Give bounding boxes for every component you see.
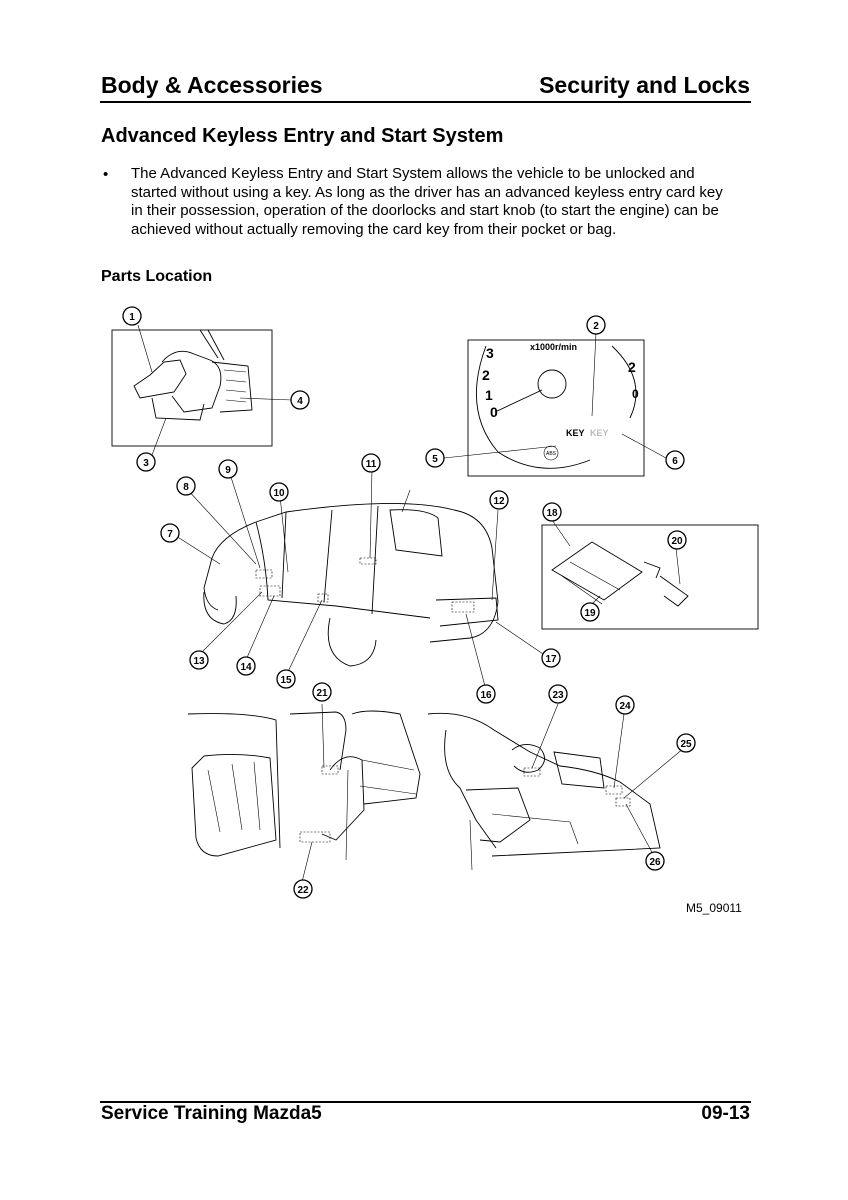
callout-6: 6 bbox=[665, 450, 685, 470]
svg-text:23: 23 bbox=[552, 690, 564, 701]
vehicle-exterior-drawing bbox=[203, 489, 499, 667]
svg-text:18: 18 bbox=[546, 508, 558, 519]
svg-text:12: 12 bbox=[493, 496, 505, 507]
card-key-inset bbox=[541, 524, 759, 630]
start-knob-inset bbox=[111, 329, 273, 447]
instrument-cluster-inset: x1000r/min 3 2 1 0 2 0 KEY KEY ABS bbox=[467, 339, 645, 477]
tach-number-0: 0 bbox=[490, 404, 498, 420]
callout-19: 19 bbox=[580, 602, 600, 622]
header-chapter: Body & Accessories bbox=[101, 72, 323, 98]
callout-18: 18 bbox=[542, 502, 562, 522]
svg-text:17: 17 bbox=[545, 654, 557, 665]
callout-9: 9 bbox=[218, 459, 238, 479]
svg-text:19: 19 bbox=[584, 608, 596, 619]
svg-text:22: 22 bbox=[297, 885, 309, 896]
tach-number-1: 1 bbox=[485, 387, 493, 403]
tach-number-3: 3 bbox=[486, 345, 494, 361]
svg-text:6: 6 bbox=[672, 456, 678, 467]
key-indicator-label: KEY bbox=[566, 428, 585, 438]
svg-text:10: 10 bbox=[273, 488, 285, 499]
callout-21: 21 bbox=[312, 682, 332, 702]
svg-text:24: 24 bbox=[619, 701, 631, 712]
right-gauge-number-0: 0 bbox=[632, 387, 639, 401]
callout-8: 8 bbox=[176, 476, 196, 496]
key-indicator-ghost-label: KEY bbox=[590, 428, 609, 438]
svg-text:11: 11 bbox=[366, 459, 377, 470]
abs-warning-label: ABS bbox=[546, 451, 557, 457]
svg-text:26: 26 bbox=[649, 857, 661, 868]
callout-11: 11 bbox=[361, 453, 381, 473]
callout-23: 23 bbox=[548, 684, 568, 704]
callout-4: 4 bbox=[290, 390, 310, 410]
page-number: 09-13 bbox=[701, 1103, 750, 1124]
svg-text:16: 16 bbox=[480, 690, 492, 701]
section-title: Advanced Keyless Entry and Start System bbox=[101, 125, 504, 147]
callout-1: 1 bbox=[122, 306, 142, 326]
svg-text:1: 1 bbox=[129, 312, 135, 323]
callout-20: 20 bbox=[667, 530, 687, 550]
footer-rule bbox=[100, 1101, 751, 1103]
callout-12: 12 bbox=[489, 490, 509, 510]
svg-text:15: 15 bbox=[280, 675, 292, 686]
callout-10: 10 bbox=[269, 482, 289, 502]
bullet-icon: • bbox=[103, 166, 109, 183]
svg-text:9: 9 bbox=[225, 465, 231, 476]
svg-text:2: 2 bbox=[593, 321, 599, 332]
right-gauge-number-2: 2 bbox=[628, 359, 636, 375]
svg-text:13: 13 bbox=[193, 656, 205, 667]
callout-24: 24 bbox=[615, 695, 635, 715]
parts-location-diagram: x1000r/min 3 2 1 0 2 0 KEY KEY ABS bbox=[111, 306, 759, 899]
footer-title: Service Training Mazda5 bbox=[101, 1103, 322, 1124]
header-rule bbox=[100, 101, 751, 103]
callout-26: 26 bbox=[645, 851, 665, 871]
svg-text:20: 20 bbox=[671, 536, 683, 547]
callout-25: 25 bbox=[676, 733, 696, 753]
subsection-title: Parts Location bbox=[101, 268, 213, 285]
svg-text:5: 5 bbox=[432, 454, 438, 465]
svg-text:21: 21 bbox=[316, 688, 328, 699]
callout-3: 3 bbox=[136, 452, 156, 472]
figure-code: M5_09011 bbox=[686, 901, 742, 915]
callout-7: 7 bbox=[160, 523, 180, 543]
callout-14: 14 bbox=[236, 656, 256, 676]
svg-text:14: 14 bbox=[240, 662, 252, 673]
svg-text:8: 8 bbox=[183, 482, 189, 493]
svg-text:4: 4 bbox=[297, 396, 303, 407]
callout-2: 2 bbox=[586, 315, 606, 335]
tach-number-2: 2 bbox=[482, 367, 490, 383]
svg-text:25: 25 bbox=[680, 739, 692, 750]
gauge-unit-label: x1000r/min bbox=[530, 342, 577, 352]
callout-17: 17 bbox=[541, 648, 561, 668]
callout-15: 15 bbox=[276, 669, 296, 689]
svg-text:3: 3 bbox=[143, 458, 149, 469]
callout-16: 16 bbox=[476, 684, 496, 704]
vehicle-interior-drawing bbox=[187, 710, 661, 871]
callout-5: 5 bbox=[425, 448, 445, 468]
svg-text:7: 7 bbox=[167, 529, 173, 540]
header-section: Security and Locks bbox=[539, 72, 750, 98]
callout-13: 13 bbox=[189, 650, 209, 670]
intro-paragraph: The Advanced Keyless Entry and Start Sys… bbox=[131, 165, 723, 238]
callout-22: 22 bbox=[293, 879, 313, 899]
